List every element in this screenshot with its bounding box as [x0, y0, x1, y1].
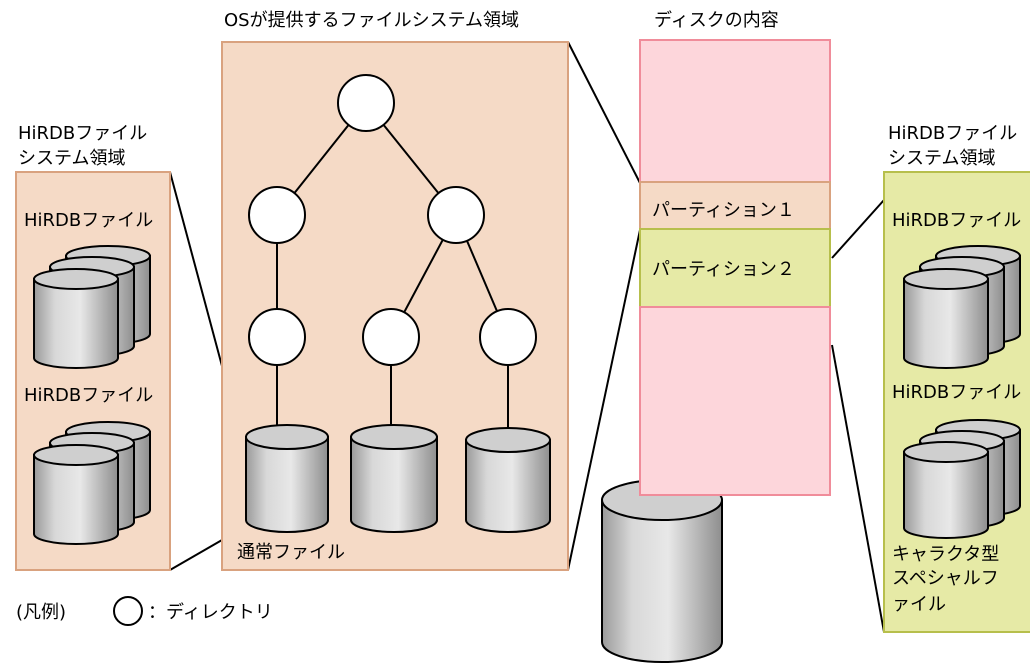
- right-hirdb-file-label-2: HiRDBファイル: [892, 382, 1021, 403]
- right-hirdb-area-title-line2: システム領域: [888, 148, 995, 169]
- special-file-label-line3: ァイル: [892, 594, 946, 615]
- regular-file-cylinder-icon: [465, 427, 551, 533]
- left-hirdb-area-title-line1: HiRDBファイル: [18, 123, 147, 144]
- legend-directory-icon: [113, 596, 143, 626]
- directory-root-icon: [337, 74, 395, 132]
- connector-os-top: [567, 41, 641, 184]
- partition-1-label: パーティション１: [652, 200, 795, 221]
- disk-cylinder-icon: [601, 479, 723, 663]
- hirdb-file-stack-icon: [33, 421, 151, 545]
- hirdb-file-stack-icon: [903, 419, 1021, 539]
- connector-lines: [169, 41, 885, 633]
- hirdb-file-stack-icon: [903, 245, 1021, 369]
- left-hirdb-file-system-area: HiRDBファイル HiRDBファイル: [15, 171, 171, 571]
- directory-icon: [362, 308, 420, 366]
- regular-file-cylinder-icon: [245, 424, 329, 533]
- partition-1: [639, 181, 831, 230]
- legend-prefix: (凡例): [16, 602, 66, 623]
- connector-right-top: [831, 199, 885, 259]
- connector-left-top: [169, 171, 223, 367]
- directory-icon: [427, 186, 485, 244]
- right-hirdb-area-title-line1: HiRDBファイル: [888, 123, 1017, 144]
- right-hirdb-file-system-area: HiRDBファイル HiRDBファイル キャラクタ型 スペシャルフ ァイル: [883, 171, 1030, 633]
- left-hirdb-file-label-1: HiRDBファイル: [24, 210, 153, 231]
- os-area-title: OSが提供するファイルシステム領域: [224, 10, 519, 31]
- directory-icon: [248, 308, 306, 366]
- special-file-label-line2: スペシャルフ: [892, 568, 999, 589]
- directory-icon: [248, 186, 306, 244]
- regular-file-label: 通常ファイル: [237, 542, 345, 563]
- regular-file-cylinder-icon: [350, 424, 438, 533]
- legend-text: ：ディレクトリ: [148, 602, 273, 623]
- disk-segment-top: [639, 39, 831, 183]
- left-hirdb-area-title-line2: システム領域: [18, 148, 125, 169]
- directory-icon: [479, 308, 537, 366]
- connector-os-bottom: [567, 229, 641, 571]
- os-file-system-area: 通常ファイル: [221, 41, 569, 571]
- legend: (凡例) ：ディレクトリ: [16, 596, 273, 626]
- special-file-label-line1: キャラクタ型: [892, 544, 999, 565]
- left-hirdb-file-label-2: HiRDBファイル: [24, 385, 153, 406]
- disk-contents: パーティション１ パーティション２: [639, 39, 831, 496]
- partition-2-label: パーティション２: [652, 259, 795, 280]
- disk-title: ディスクの内容: [654, 10, 779, 31]
- hirdb-file-stack-icon: [33, 245, 151, 369]
- disk-segment-bottom: [639, 306, 831, 496]
- right-hirdb-file-label-1: HiRDBファイル: [892, 210, 1021, 231]
- connector-right-bottom: [831, 344, 885, 633]
- connector-left-bottom: [169, 539, 223, 571]
